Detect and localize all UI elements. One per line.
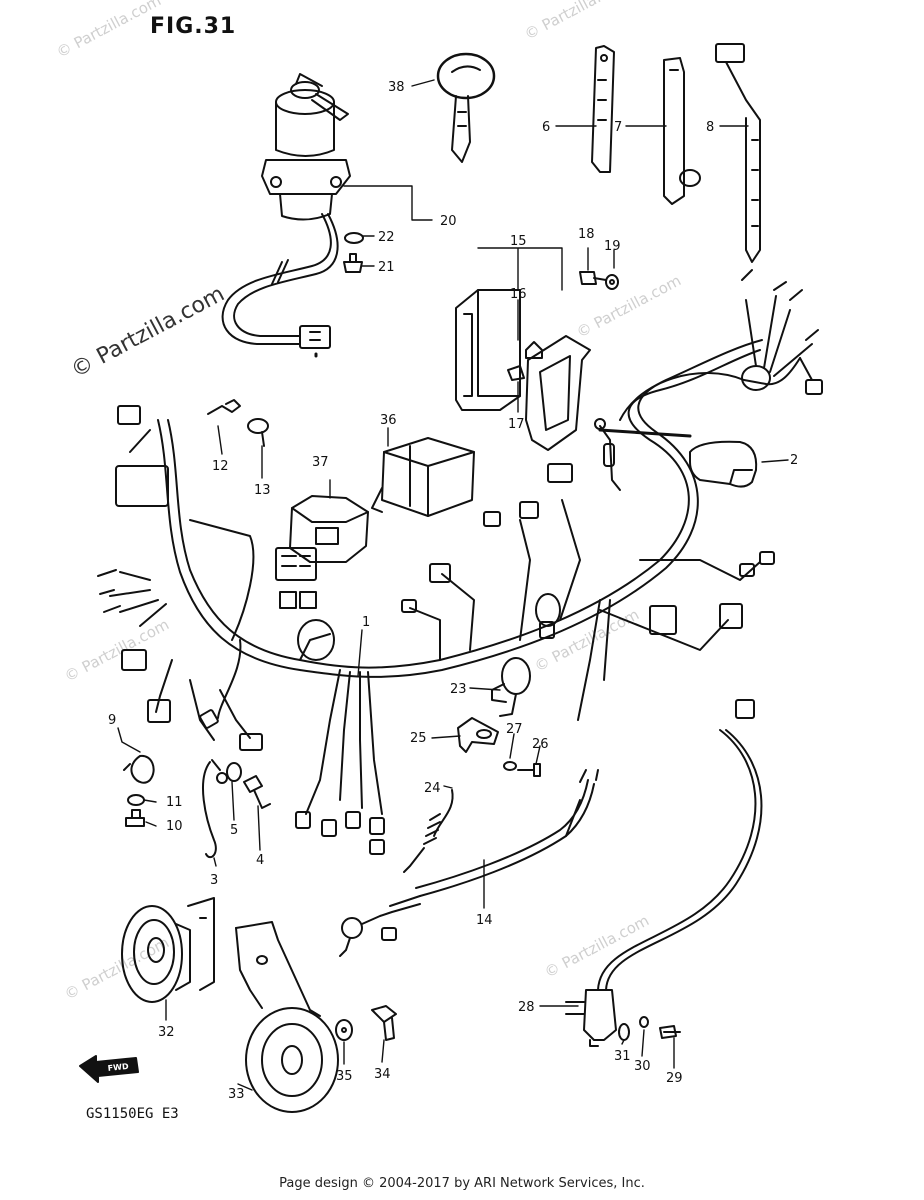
branch-harness (619, 269, 823, 421)
control-unit (455, 289, 543, 411)
wire-clamp (123, 754, 155, 784)
watermarks: © Partzilla.com © Partzilla.com © Partzi… (53, 0, 684, 1004)
mounting-bracket (525, 335, 591, 451)
screw-washer-set (343, 232, 364, 273)
callout-4: 4 (256, 853, 264, 868)
watermark-main: © Partzilla.com (67, 282, 229, 384)
callout-2: 2 (790, 453, 798, 468)
connector-block (275, 495, 369, 609)
callout-15: 15 (510, 234, 527, 249)
callout-numbers: 38 6 7 8 20 22 21 15 18 19 16 17 2 12 13… (108, 80, 798, 1102)
callout-9: 9 (108, 713, 116, 728)
callout-34: 34 (374, 1067, 391, 1082)
callout-28: 28 (518, 1000, 535, 1015)
bolt (243, 775, 271, 809)
watermark: © Partzilla.com (61, 615, 172, 685)
callout-16: 16 (510, 287, 527, 302)
spring (403, 789, 454, 873)
callout-7: 7 (614, 120, 622, 135)
callout-6: 6 (542, 120, 550, 135)
horn (235, 921, 339, 1113)
speed-sensor-cable (565, 699, 763, 1047)
bolt-washer (579, 271, 619, 290)
sensor-wire (594, 418, 621, 491)
ignition-switch (221, 73, 351, 358)
bolt (371, 1005, 397, 1041)
watermark: © Partzilla.com (61, 933, 172, 1003)
neutral-switch (491, 657, 531, 717)
rubber-cap (689, 440, 758, 488)
screw (247, 418, 269, 447)
horn (121, 897, 215, 1003)
callout-32: 32 (158, 1025, 175, 1040)
watermark: © Partzilla.com (53, 0, 164, 62)
callout-23: 23 (450, 682, 467, 697)
callout-3: 3 (210, 873, 218, 888)
leader-lines (117, 79, 789, 1091)
callout-13: 13 (254, 483, 271, 498)
switch-bracket (457, 717, 499, 753)
callout-21: 21 (378, 260, 395, 275)
callout-25: 25 (410, 731, 427, 746)
watermark: © Partzilla.com (531, 605, 642, 675)
callout-10: 10 (166, 819, 183, 834)
callout-18: 18 (578, 227, 595, 242)
wiring-tie-connector (715, 43, 761, 263)
ground-lead (202, 759, 228, 859)
callout-35: 35 (336, 1069, 353, 1084)
washer (335, 1019, 353, 1041)
bolt (517, 763, 541, 777)
callout-14: 14 (476, 913, 493, 928)
callout-26: 26 (532, 737, 549, 752)
callout-33: 33 (228, 1087, 245, 1102)
callout-38: 38 (388, 80, 405, 95)
forward-label: FWD (107, 1062, 129, 1073)
footer-copyright: Page design © 2004-2017 by ARI Network S… (279, 1176, 645, 1191)
clip (207, 399, 241, 415)
battery-strap (591, 45, 615, 173)
callout-37: 37 (312, 455, 329, 470)
forward-arrow-icon (79, 1055, 139, 1083)
callout-17: 17 (508, 417, 525, 432)
model-label: GS1150EG E3 (86, 1106, 179, 1122)
wire-harness (109, 339, 763, 815)
callout-22: 22 (378, 230, 395, 245)
callout-20: 20 (440, 214, 457, 229)
lamp-lead-wire (339, 769, 599, 957)
callout-36: 36 (380, 413, 397, 428)
washer-bolt-set (618, 1016, 681, 1041)
callout-19: 19 (604, 239, 621, 254)
callout-29: 29 (666, 1071, 683, 1086)
washer (226, 762, 242, 782)
callout-31: 31 (614, 1049, 631, 1064)
callout-30: 30 (634, 1059, 651, 1074)
harness-connectors (97, 405, 775, 855)
callout-24: 24 (424, 781, 441, 796)
figure-title: FIG.31 (150, 14, 237, 39)
washer (503, 761, 517, 771)
ignition-key (436, 52, 496, 163)
callout-12: 12 (212, 459, 229, 474)
callout-11: 11 (166, 795, 183, 810)
callout-8: 8 (706, 120, 714, 135)
callout-5: 5 (230, 823, 238, 838)
washer (127, 794, 145, 806)
relay-unit (371, 437, 475, 517)
callout-27: 27 (506, 722, 523, 737)
watermark: © Partzilla.com (573, 271, 684, 341)
bolt (125, 809, 145, 827)
watermark: © Partzilla.com (521, 0, 632, 44)
callout-1: 1 (362, 615, 370, 630)
bracket-strap (663, 57, 701, 205)
